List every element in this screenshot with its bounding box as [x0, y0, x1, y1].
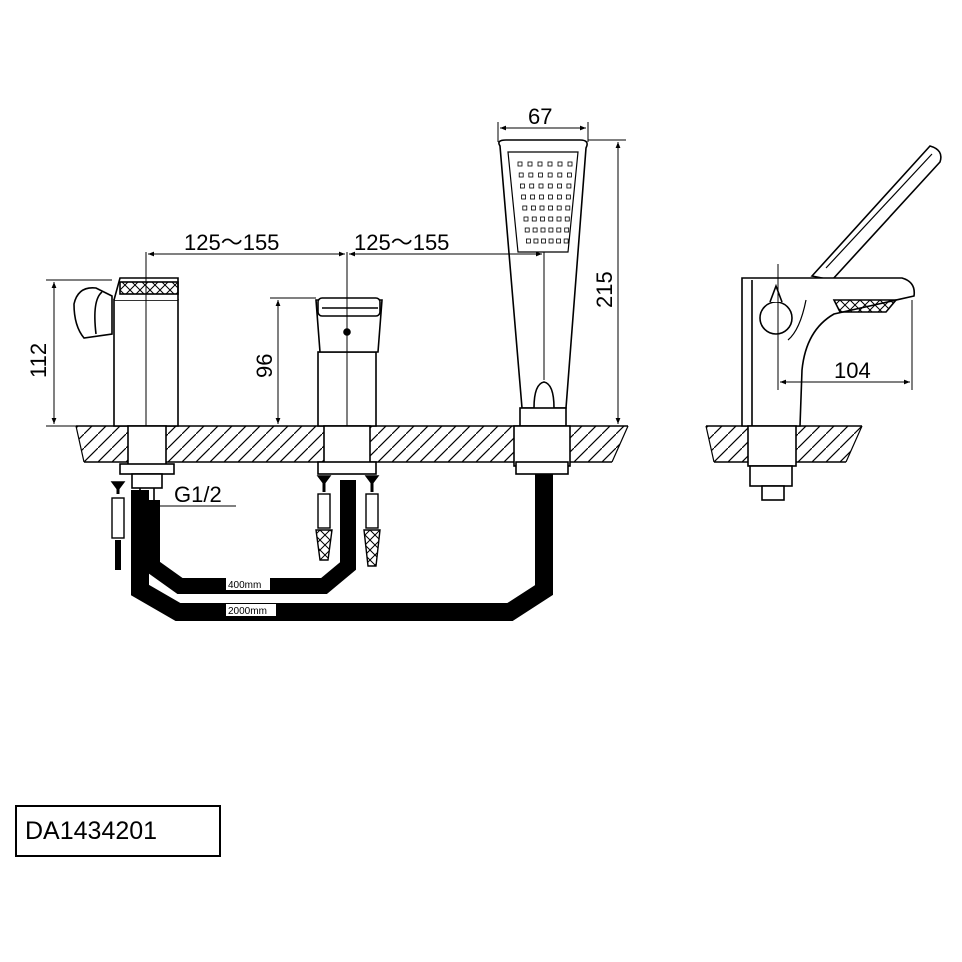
nozzle	[523, 216, 529, 222]
nozzle	[567, 172, 572, 178]
nozzle	[563, 238, 569, 244]
nozzle	[548, 227, 554, 233]
nozzle	[539, 205, 545, 211]
nozzle	[564, 216, 570, 222]
nozzle	[528, 172, 534, 178]
nozzle	[522, 205, 528, 211]
dim-spout-projection: 104	[834, 358, 871, 383]
nozzle	[532, 227, 538, 233]
nozzle	[556, 238, 561, 244]
handshower-front	[498, 139, 588, 475]
nozzle	[565, 205, 571, 211]
nozzle	[565, 194, 571, 200]
dimension-lines	[46, 122, 913, 507]
nozzle	[540, 227, 546, 233]
nozzle	[529, 183, 535, 189]
nozzle	[524, 227, 530, 233]
nozzle	[533, 238, 539, 244]
nozzle	[548, 194, 553, 200]
dimension-labels: 112 96 125～155 125～155 67 215 104 G1/2	[26, 104, 871, 507]
nozzle	[538, 172, 543, 178]
nozzle	[521, 194, 526, 200]
nozzle	[556, 205, 562, 211]
model-code: DA1434201	[25, 816, 158, 845]
nozzle	[547, 172, 553, 178]
nozzle	[556, 227, 562, 233]
spout-front	[73, 277, 179, 500]
nozzle	[567, 161, 573, 167]
nozzle	[557, 183, 562, 189]
short-hose-label: 400mm	[228, 580, 261, 591]
nozzle	[539, 194, 544, 200]
supply-connectors	[110, 475, 381, 570]
nozzle	[520, 183, 525, 189]
nozzle-grid	[517, 161, 573, 244]
nozzle	[547, 183, 553, 189]
nozzle	[557, 161, 563, 167]
long-hose-label: 2000mm	[228, 606, 267, 617]
hoses: 400mm 2000mm	[131, 474, 553, 621]
dim-spacing-left: 125～155	[184, 230, 279, 255]
nozzle	[548, 205, 553, 211]
model-code-box: DA1434201	[15, 805, 221, 857]
nozzle	[540, 216, 545, 222]
nozzle	[541, 238, 546, 244]
nozzle	[556, 216, 562, 222]
nozzle	[537, 161, 543, 167]
nozzle	[518, 172, 524, 178]
dim-spacing-right: 125～155	[354, 230, 449, 255]
nozzle	[526, 238, 531, 244]
nozzle	[547, 161, 553, 167]
dim-valve-height: 96	[252, 354, 277, 378]
nozzle	[527, 161, 533, 167]
side-view	[741, 145, 942, 501]
nozzle	[531, 205, 536, 211]
dim-spout-height: 112	[26, 343, 51, 378]
nozzle	[548, 216, 554, 222]
dim-handshower-height: 215	[592, 271, 617, 308]
dim-handshower-width: 67	[528, 104, 552, 129]
nozzle	[557, 172, 563, 178]
dim-thread: G1/2	[174, 482, 222, 507]
nozzle	[566, 183, 572, 189]
nozzle	[538, 183, 544, 189]
nozzle	[557, 194, 562, 200]
nozzle	[517, 161, 523, 167]
nozzle	[530, 194, 535, 200]
nozzle	[564, 227, 570, 233]
nozzle	[531, 216, 537, 222]
nozzle	[548, 238, 554, 244]
